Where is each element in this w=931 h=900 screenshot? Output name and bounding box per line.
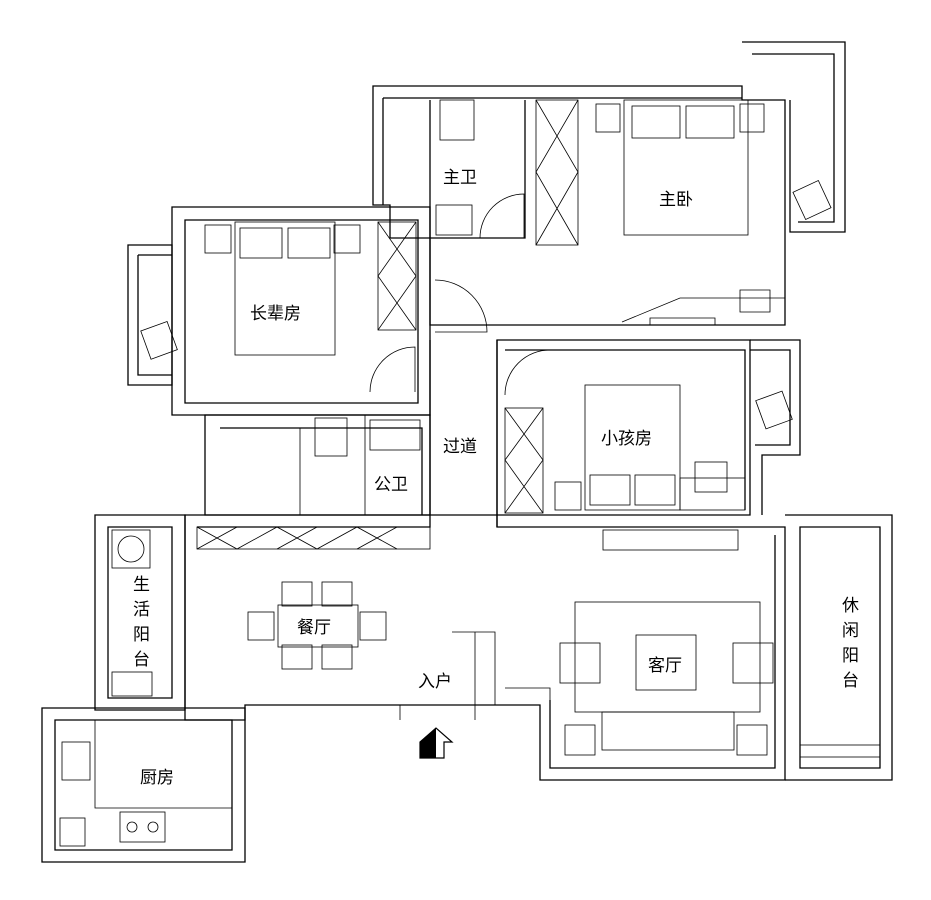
room-label-corridor: 过道 bbox=[443, 437, 477, 457]
room-label-master-bath: 主卫 bbox=[443, 168, 477, 188]
utility-balcony-walls bbox=[94, 514, 186, 711]
room-label-dining: 餐厅 bbox=[297, 618, 331, 638]
entrance-arrow-icon bbox=[419, 727, 454, 759]
master-balcony bbox=[742, 41, 846, 233]
room-label-elder-room: 长辈房 bbox=[250, 304, 301, 324]
room-label-kitchen: 厨房 bbox=[140, 768, 174, 788]
room-label-public-bath: 公卫 bbox=[374, 475, 408, 495]
living-dining-walls bbox=[184, 340, 786, 781]
public-bath-walls bbox=[204, 414, 431, 516]
kitchen-walls bbox=[41, 707, 246, 863]
master-suite-walls bbox=[372, 85, 786, 326]
room-label-utility-balcony: 生活阳台 bbox=[129, 575, 149, 675]
room-label-leisure-balcony: 休闲阳台 bbox=[838, 596, 858, 696]
room-label-master-bedroom: 主卧 bbox=[659, 190, 693, 210]
room-label-entrance: 入户 bbox=[418, 672, 452, 692]
leisure-balcony-walls bbox=[785, 514, 893, 781]
room-label-kids-room: 小孩房 bbox=[601, 429, 652, 449]
room-label-living: 客厅 bbox=[648, 656, 682, 676]
